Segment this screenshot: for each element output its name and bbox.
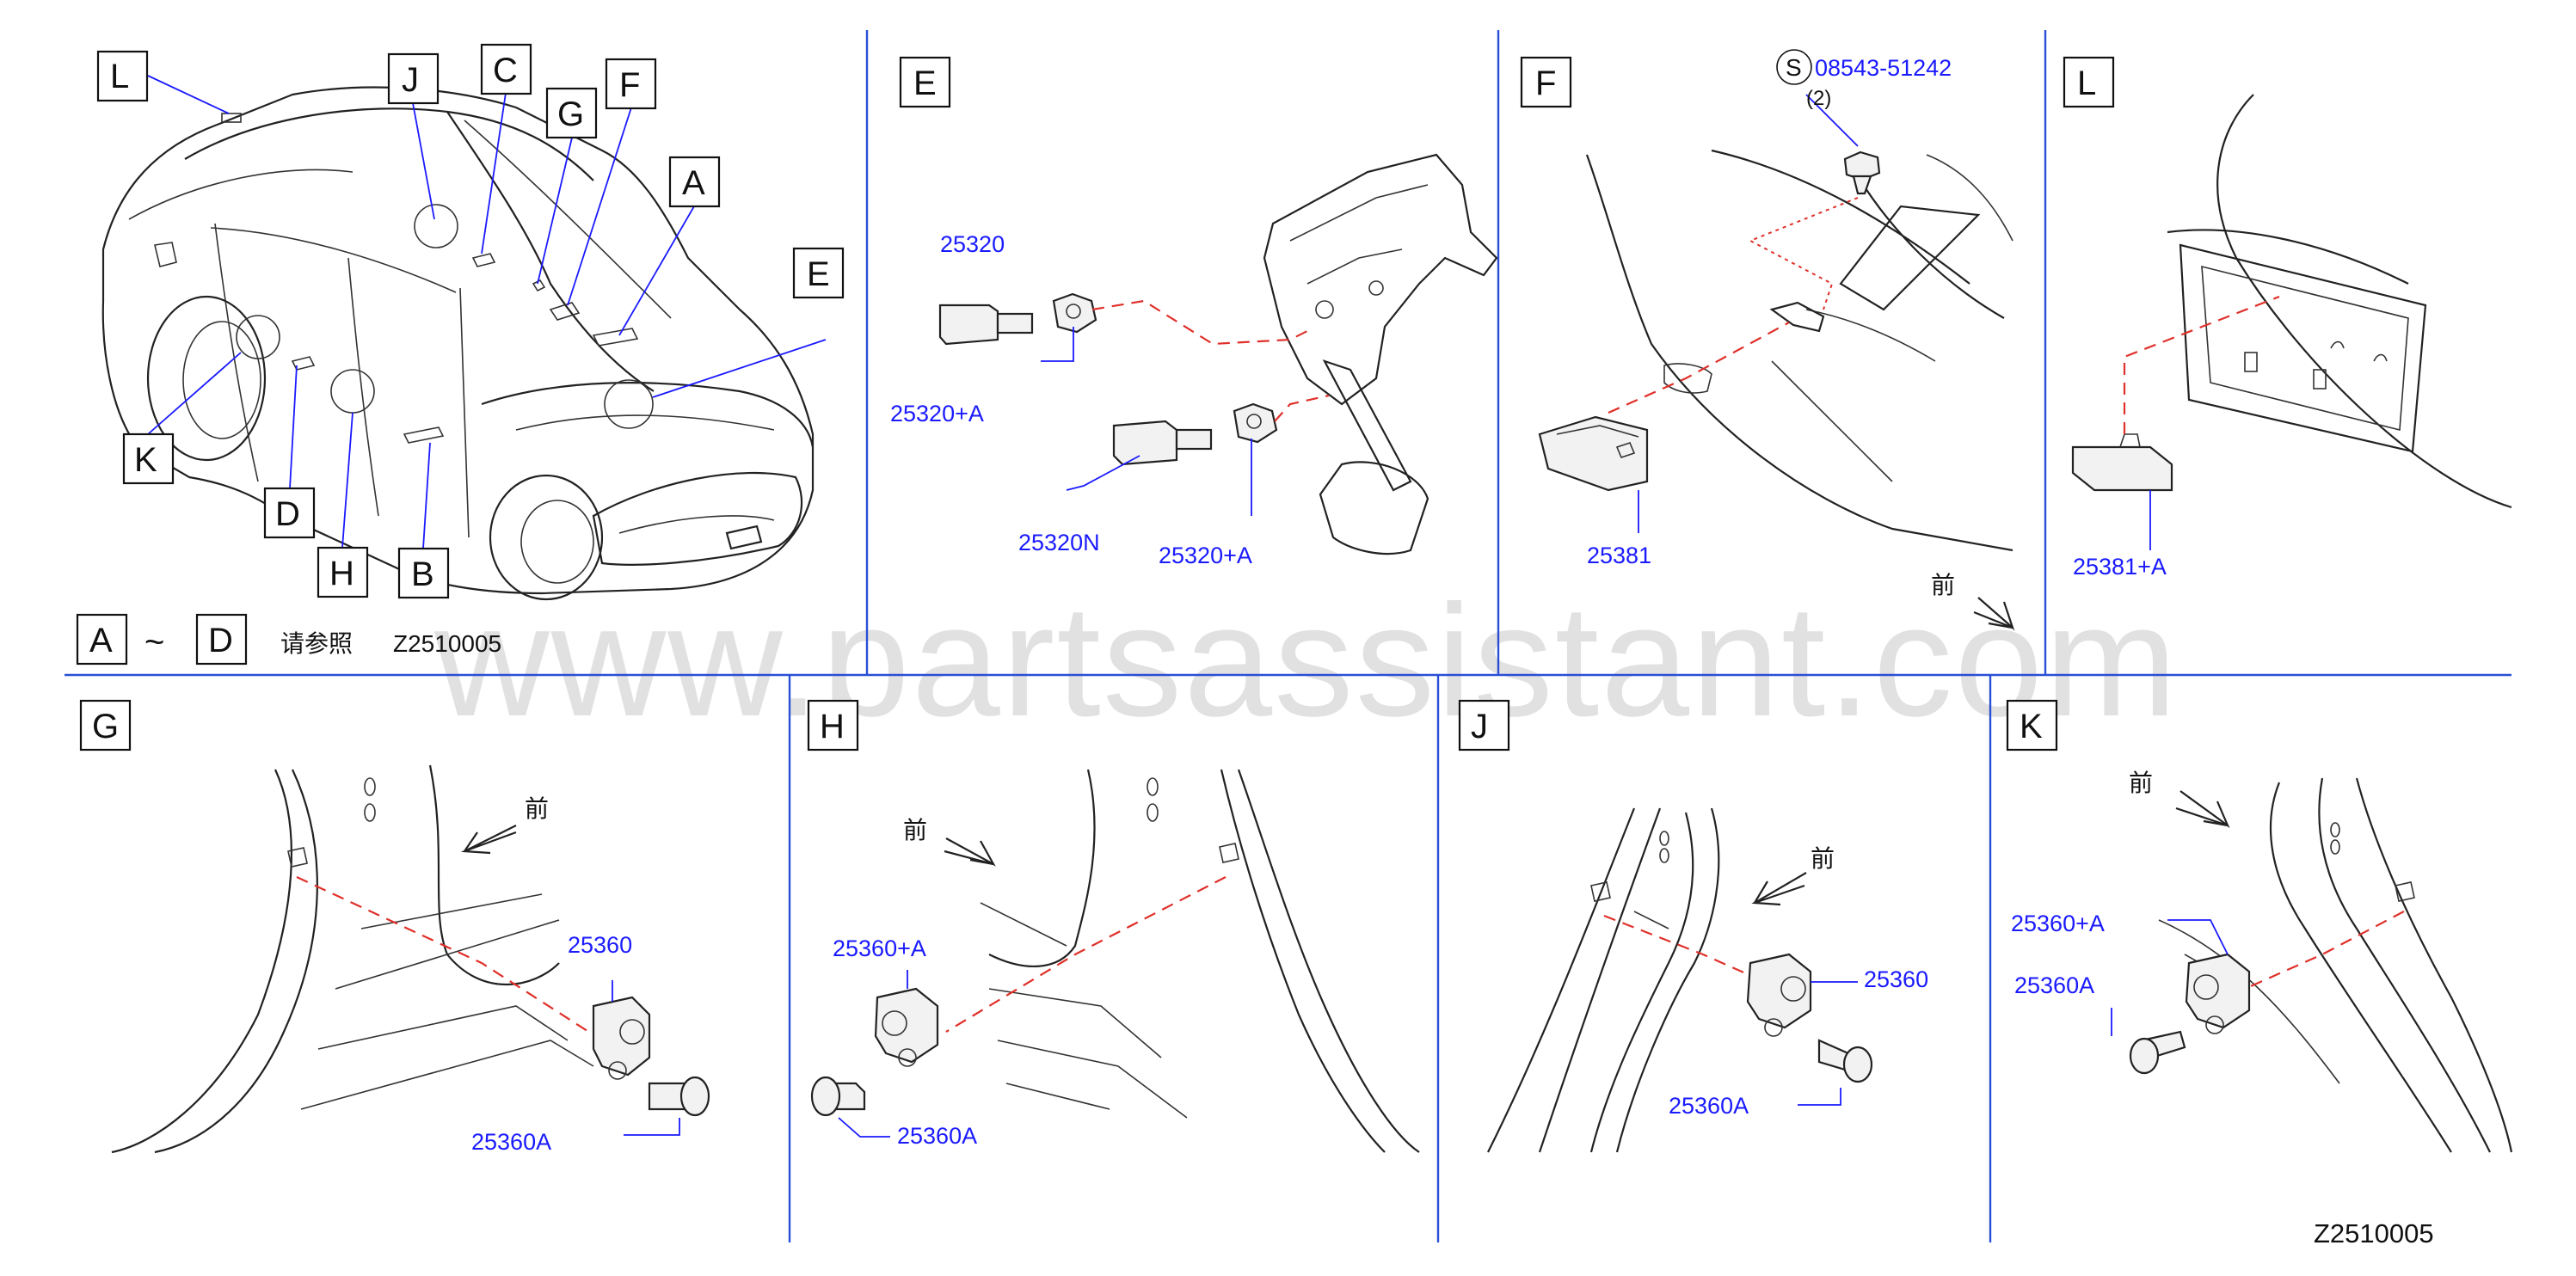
std-qty: (2): [1806, 87, 1831, 110]
overview-panel: L J C G F A E K D H B A ~ D 请参照 Z2510005: [76, 43, 845, 666]
panel-g: G 25360 25360A 前: [79, 699, 710, 1155]
front-label-k: 前: [2129, 769, 2153, 797]
panel-f: F S 08543-51242 (2) 25381 前: [1520, 49, 2015, 631]
part-25381-a: 25381+A: [2073, 554, 2167, 580]
callout-j: J: [402, 61, 419, 99]
reference-text: 请参照: [280, 629, 353, 658]
panel-l: L 25381+A: [2063, 56, 2512, 580]
callout-l: L: [110, 58, 129, 95]
panel-j-letter: J: [1471, 708, 1488, 745]
panel-k: K 25360+A 25360A 前: [2006, 699, 2513, 1153]
panel-e-letter: E: [913, 64, 937, 102]
reference-code: Z2510005: [393, 630, 501, 657]
panel-e: E 25320 25320+A 25320N 25320+A: [890, 56, 1498, 568]
callout-k: K: [134, 441, 157, 479]
callout-a: A: [682, 164, 705, 202]
callout-d: D: [275, 495, 300, 533]
part-25320n: 25320N: [1018, 530, 1100, 555]
part-25320-a-2: 25320+A: [1159, 543, 1252, 568]
reference-from: A: [89, 622, 113, 659]
diagram-code: Z2510005: [2314, 1218, 2434, 1248]
part-25360a-g: 25360A: [471, 1129, 551, 1155]
callout-b: B: [411, 555, 434, 593]
front-label-h: 前: [903, 816, 927, 844]
reference-tilde: ~: [144, 623, 164, 661]
part-25360a-j: 25360A: [1669, 1093, 1749, 1119]
watermark: www.partsassistant.com: [433, 573, 2179, 750]
reference-to: D: [208, 622, 233, 659]
part-25360-j: 25360: [1864, 966, 1928, 992]
front-arrow-icon: [460, 825, 517, 855]
part-25320: 25320: [940, 231, 1005, 257]
panel-l-letter: L: [2077, 64, 2096, 102]
car-illustration: [101, 86, 815, 601]
overview-leaders: [147, 75, 827, 549]
part-25320-a: 25320+A: [890, 401, 984, 426]
panel-dividers: [65, 30, 2511, 1242]
part-25360-a-h: 25360+A: [833, 936, 926, 961]
part-25360-a-k: 25360+A: [2011, 911, 2105, 936]
front-arrow-icon: [944, 837, 996, 867]
panel-h: H 25360+A 25360A 前: [807, 699, 1420, 1153]
std-badge: S: [1786, 54, 1802, 81]
part-25360a-h: 25360A: [897, 1123, 977, 1149]
front-label-g: 前: [525, 794, 549, 823]
std-part-number: 08543-51242: [1815, 55, 1952, 81]
callout-f: F: [619, 66, 640, 104]
front-label-f: 前: [1931, 571, 1955, 599]
part-25360a-k: 25360A: [2014, 972, 2094, 998]
front-arrow-icon: [2175, 790, 2230, 829]
callout-c: C: [493, 52, 518, 89]
callout-g: G: [557, 95, 584, 133]
callout-h: H: [329, 555, 354, 592]
panel-k-letter: K: [2020, 708, 2043, 745]
panel-j: J 25360 25360A 前: [1458, 699, 1928, 1153]
panel-g-letter: G: [92, 708, 119, 745]
front-label-j: 前: [1811, 844, 1835, 873]
front-arrow-icon: [1751, 872, 1807, 906]
front-arrow-icon: [1973, 597, 2015, 631]
panel-f-letter: F: [1535, 64, 1556, 102]
panel-h-letter: H: [820, 708, 845, 745]
part-25360-g: 25360: [568, 932, 632, 958]
part-25381: 25381: [1587, 543, 1651, 568]
callout-e: E: [807, 255, 830, 293]
